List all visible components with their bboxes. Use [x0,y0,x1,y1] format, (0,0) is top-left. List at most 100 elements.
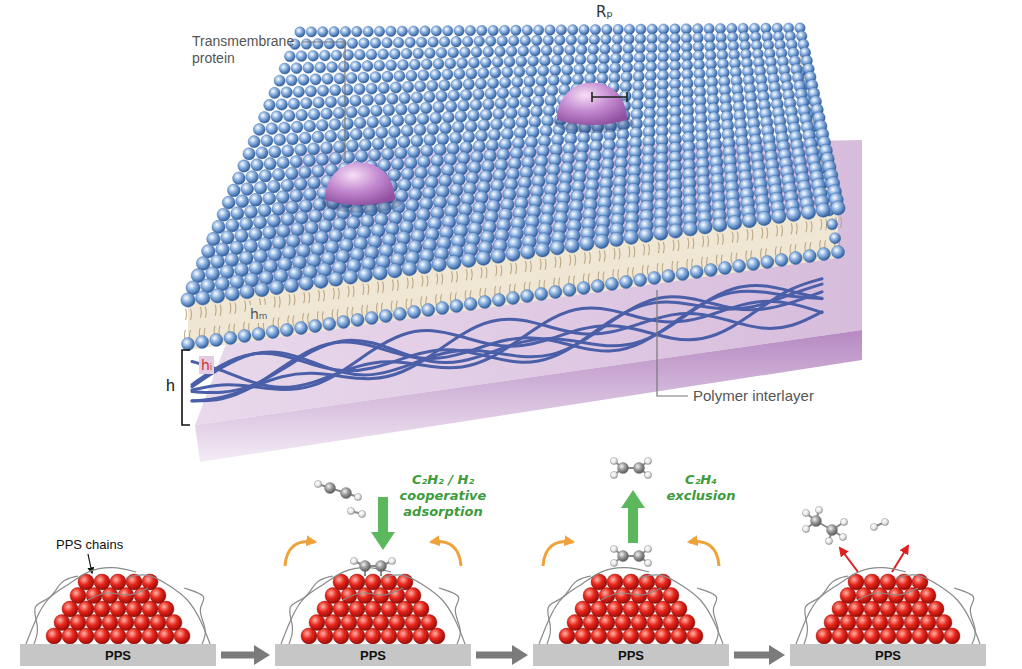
lipid-tail [703,236,704,247]
lipid-head [291,121,303,133]
lipid-head [662,270,675,283]
lipid-head [816,203,830,217]
lipid-head [454,68,465,79]
lipid-tail [205,307,206,318]
lipid-head [274,75,285,86]
lipid-head [473,140,485,152]
molecule [314,480,365,517]
lipid-head [586,63,597,74]
lipid-bilayer [181,23,845,351]
lipid-head [507,97,519,109]
height-bracket [182,350,190,425]
lipid-head [319,50,330,61]
lipid-head [387,93,398,104]
metal-atom [102,588,118,604]
lipid-head [636,24,646,34]
lipid-head [371,105,383,117]
lipid-head [504,56,515,67]
lipid-tail [186,309,187,320]
atom [347,507,354,514]
pps-chain [439,588,460,644]
metal-atom [333,628,349,644]
metal-atom [623,628,639,644]
lipid-head [290,189,303,202]
lipid-tail [245,301,246,312]
lipid-head [312,131,324,143]
lipid-head [832,246,845,259]
lipid-head [454,26,464,36]
lipid-head [366,83,377,94]
lipid-head [801,205,815,219]
lipid-head [196,336,209,349]
lipid-tail [693,238,694,249]
metal-atom [86,588,102,604]
lipid-head [464,298,477,311]
atom [325,483,336,494]
metal-atom [62,628,78,644]
metal-atom [848,601,864,617]
lipid-tail [633,267,634,278]
lipid-head [253,216,266,229]
lipid-head [549,286,562,299]
lipid-head [241,183,254,196]
lipid-head [579,25,589,35]
metal-atom [429,628,445,644]
lipid-head [401,125,413,137]
metal-atom [928,601,944,617]
metal-atom [599,615,615,631]
lipid-head [560,74,571,85]
metal-atom [333,601,349,617]
metal-atom [687,628,703,644]
lipid-head [477,25,487,35]
lipid-head [233,172,246,185]
lipid-head [263,192,276,205]
node-text: PPS [105,648,131,663]
lipid-head [346,140,358,152]
lipid-head [329,119,341,131]
lipid-head [522,25,532,35]
atom [314,480,321,487]
lipid-head [458,100,470,112]
metal-atom [78,601,94,617]
lipid-tail [338,288,339,299]
lipid-head [577,282,590,295]
lipid-head [308,143,320,155]
lipid-tail [776,225,777,236]
lipid-head [346,106,358,118]
lipid-tail [427,276,428,287]
pps-chain [639,575,723,644]
lipid-head [548,75,559,86]
lipid-head [624,34,635,45]
lipid-head [354,83,365,94]
lipid-head [269,87,280,98]
metal-atom [301,628,317,644]
lipid-head [409,59,420,70]
lipid-head [243,148,255,160]
lipid-head [514,66,525,77]
lipid-head [337,96,348,107]
metal-atom [174,628,190,644]
pps-chain [954,588,975,644]
metal-atom [607,601,623,617]
lipid-head [358,268,372,282]
lipid-head [249,193,262,206]
lipid-head [350,95,361,106]
lipid-head [623,43,634,54]
lipid-tail [614,248,615,259]
lipid-head [442,69,453,80]
lipid-head [347,38,358,49]
lipid-tail [437,273,438,284]
lipid-tail [540,259,541,270]
lipid-head [639,228,653,242]
metal-atom [94,628,110,644]
lipid-head [448,90,459,101]
atom [358,510,365,517]
lipid-head [538,65,549,76]
figure-label: C₂H₂ / H₂ cooperative adsorption [388,472,498,520]
lipid-head [535,288,548,301]
pps-chain [88,588,148,600]
lipid-head [421,145,433,157]
lipid-head [445,101,457,113]
lipid-head [304,120,316,132]
lipid-head [718,262,731,275]
